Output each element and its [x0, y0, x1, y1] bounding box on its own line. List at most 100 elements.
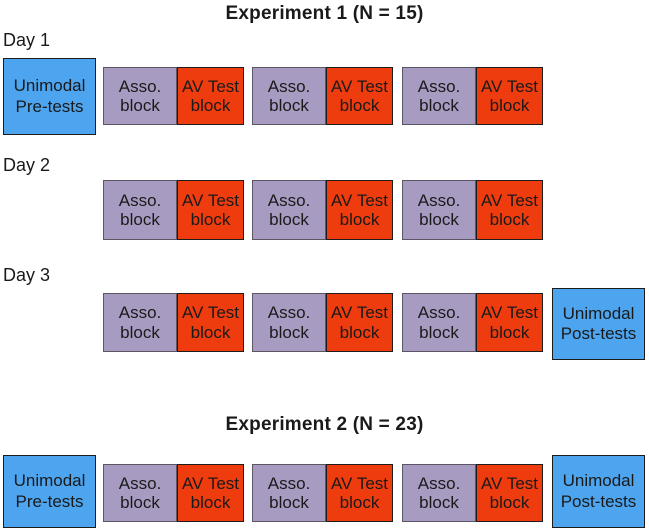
- unimodal-posttests-label-line2: Post-tests: [560, 324, 637, 343]
- av-test-block: AV Test block: [326, 180, 393, 240]
- asso-block: Asso. block: [252, 180, 326, 240]
- av-test-block-label-line1: AV Test: [480, 76, 538, 96]
- av-test-block: AV Test block: [476, 67, 543, 125]
- asso-block: Asso. block: [103, 67, 177, 125]
- asso-avtest-pair: Asso. block AV Test block: [402, 464, 543, 522]
- asso-block-label-line2: block: [419, 96, 459, 115]
- asso-avtest-pair: Asso. block AV Test block: [252, 67, 393, 125]
- av-test-block-label-line2: block: [339, 96, 380, 115]
- asso-block-label-line1: Asso.: [417, 190, 461, 210]
- av-test-block-label-line2: block: [339, 493, 380, 512]
- asso-avtest-pair: Asso. block AV Test block: [252, 293, 393, 352]
- asso-block-label-line2: block: [269, 210, 309, 229]
- av-test-block-label-line2: block: [190, 210, 231, 229]
- asso-block-label-line2: block: [120, 96, 160, 115]
- asso-block-label-line1: Asso.: [267, 303, 311, 323]
- asso-block-label-line2: block: [419, 322, 459, 342]
- av-test-block-label-line1: AV Test: [181, 76, 239, 96]
- day3-label: Day 3: [3, 265, 51, 285]
- asso-block-label-line1: Asso.: [417, 303, 461, 323]
- asso-block-label-line1: Asso.: [417, 473, 461, 493]
- asso-block-label-line1: Asso.: [267, 473, 311, 493]
- asso-block: Asso. block: [402, 67, 476, 125]
- asso-avtest-pair: Asso. block AV Test block: [103, 464, 244, 522]
- av-test-block-label-line2: block: [339, 322, 380, 342]
- asso-avtest-pair: Asso. block AV Test block: [103, 67, 244, 125]
- asso-avtest-pair: Asso. block AV Test block: [252, 180, 393, 240]
- asso-block-label-line2: block: [419, 210, 459, 229]
- asso-avtest-pair: Asso. block AV Test block: [402, 67, 543, 125]
- asso-block: Asso. block: [252, 67, 326, 125]
- av-test-block-label-line1: AV Test: [480, 303, 538, 323]
- av-test-block: AV Test block: [476, 464, 543, 522]
- asso-block-label-line2: block: [120, 322, 160, 342]
- asso-block-label-line1: Asso.: [118, 473, 162, 493]
- asso-block-label-line2: block: [419, 493, 459, 512]
- asso-block-label-line2: block: [120, 493, 160, 512]
- experiment2-title: Experiment 2 (N = 23): [225, 414, 424, 435]
- av-test-block: AV Test block: [326, 67, 393, 125]
- av-test-block-label-line1: AV Test: [330, 190, 388, 210]
- asso-avtest-pair: Asso. block AV Test block: [103, 293, 244, 352]
- av-test-block-label-line1: AV Test: [330, 303, 388, 323]
- av-test-block-label-line1: AV Test: [330, 473, 388, 493]
- av-test-block-label-line2: block: [190, 322, 231, 342]
- asso-block: Asso. block: [252, 293, 326, 352]
- asso-block-label-line1: Asso.: [118, 190, 162, 210]
- unimodal-posttests-box-exp1: Unimodal Post-tests: [552, 288, 645, 360]
- unimodal-pretests-label-line1: Unimodal: [13, 76, 86, 96]
- asso-block: Asso. block: [402, 293, 476, 352]
- av-test-block-label-line2: block: [339, 210, 380, 229]
- unimodal-pretests-label-line2: Pre-tests: [15, 96, 84, 116]
- av-test-block: AV Test block: [177, 293, 244, 352]
- av-test-block-label-line1: AV Test: [330, 76, 388, 96]
- unimodal-pretests-label-line1: Unimodal: [13, 471, 86, 491]
- asso-block-label-line1: Asso.: [417, 76, 461, 96]
- asso-block-label-line2: block: [120, 210, 160, 229]
- unimodal-posttests-box-exp2: Unimodal Post-tests: [552, 455, 645, 528]
- asso-block: Asso. block: [252, 464, 326, 522]
- unimodal-posttests-label-line2: Post-tests: [560, 491, 637, 511]
- experiment1-title: Experiment 1 (N = 15): [225, 3, 424, 24]
- av-test-block-label-line2: block: [489, 96, 530, 115]
- av-test-block-label-line1: AV Test: [480, 190, 538, 210]
- av-test-block-label-line1: AV Test: [480, 473, 538, 493]
- unimodal-posttests-label-line1: Unimodal: [562, 303, 635, 323]
- asso-block: Asso. block: [402, 464, 476, 522]
- asso-block-label-line1: Asso.: [118, 76, 162, 96]
- av-test-block-label-line1: AV Test: [181, 190, 239, 210]
- asso-avtest-pair: Asso. block AV Test block: [402, 293, 543, 352]
- asso-block-label-line1: Asso.: [267, 190, 311, 210]
- unimodal-pretests-label-line2: Pre-tests: [15, 491, 84, 511]
- av-test-block: AV Test block: [476, 293, 543, 352]
- asso-avtest-pair: Asso. block AV Test block: [252, 464, 393, 522]
- av-test-block-label-line1: AV Test: [181, 473, 239, 493]
- asso-block: Asso. block: [103, 180, 177, 240]
- asso-block-label-line1: Asso.: [118, 303, 162, 323]
- asso-block: Asso. block: [103, 464, 177, 522]
- av-test-block-label-line2: block: [489, 210, 530, 229]
- asso-block: Asso. block: [103, 293, 177, 352]
- av-test-block: AV Test block: [177, 464, 244, 522]
- unimodal-posttests-label-line1: Unimodal: [562, 471, 635, 491]
- av-test-block: AV Test block: [177, 67, 244, 125]
- asso-avtest-pair: Asso. block AV Test block: [103, 180, 244, 240]
- av-test-block-label-line2: block: [190, 493, 231, 512]
- asso-avtest-pair: Asso. block AV Test block: [402, 180, 543, 240]
- asso-block-label-line1: Asso.: [267, 76, 311, 96]
- av-test-block: AV Test block: [326, 464, 393, 522]
- day1-label: Day 1: [3, 30, 51, 50]
- av-test-block: AV Test block: [476, 180, 543, 240]
- av-test-block-label-line2: block: [489, 493, 530, 512]
- av-test-block-label-line2: block: [489, 322, 530, 342]
- asso-block-label-line2: block: [269, 96, 309, 115]
- asso-block-label-line2: block: [269, 322, 309, 342]
- unimodal-pretests-box-exp1: Unimodal Pre-tests: [3, 58, 96, 135]
- unimodal-pretests-box-exp2: Unimodal Pre-tests: [3, 455, 96, 528]
- av-test-block-label-line1: AV Test: [181, 303, 239, 323]
- day2-label: Day 2: [3, 155, 51, 175]
- asso-block: Asso. block: [402, 180, 476, 240]
- av-test-block: AV Test block: [326, 293, 393, 352]
- av-test-block-label-line2: block: [190, 96, 231, 115]
